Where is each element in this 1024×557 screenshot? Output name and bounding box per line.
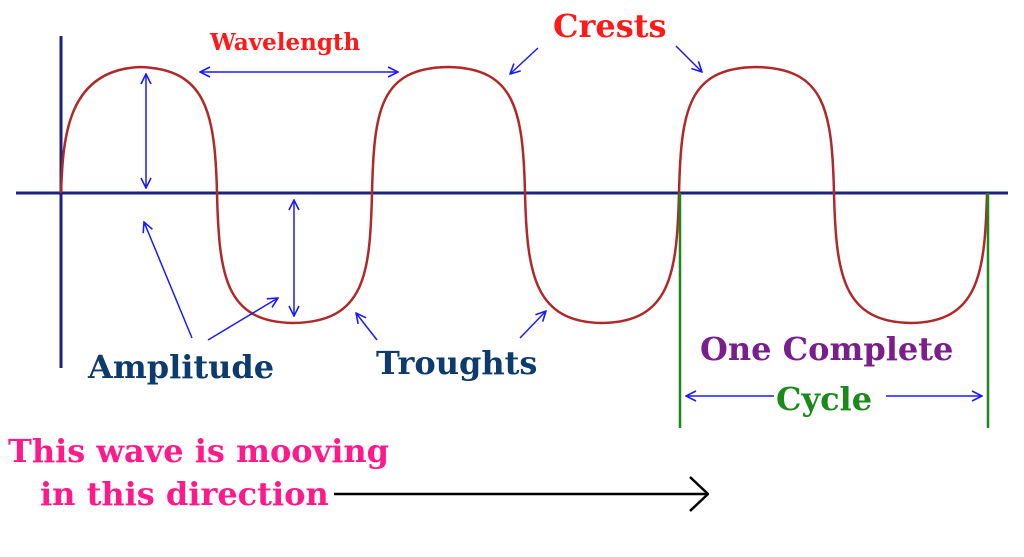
trough-pointer-2 xyxy=(519,311,546,339)
cycle-label-line1: One Complete xyxy=(700,330,953,368)
amplitude-pointer-1 xyxy=(144,222,193,339)
crest-pointer-1 xyxy=(510,47,539,74)
cycle-label-line2: Cycle xyxy=(776,380,872,418)
crest-pointer-2 xyxy=(675,45,702,72)
wavelength-label: Wavelength xyxy=(209,29,361,56)
trough-pointer-1 xyxy=(356,313,378,341)
wave-curve xyxy=(59,65,989,325)
crests-label: Crests xyxy=(553,7,667,45)
direction-label-line1: This wave is mooving xyxy=(8,432,389,470)
amplitude-label: Amplitude xyxy=(87,348,274,386)
troughs-label: Troughts xyxy=(376,344,537,382)
direction-label-line2: in this direction xyxy=(40,475,329,513)
amplitude-pointer-2 xyxy=(207,298,278,341)
